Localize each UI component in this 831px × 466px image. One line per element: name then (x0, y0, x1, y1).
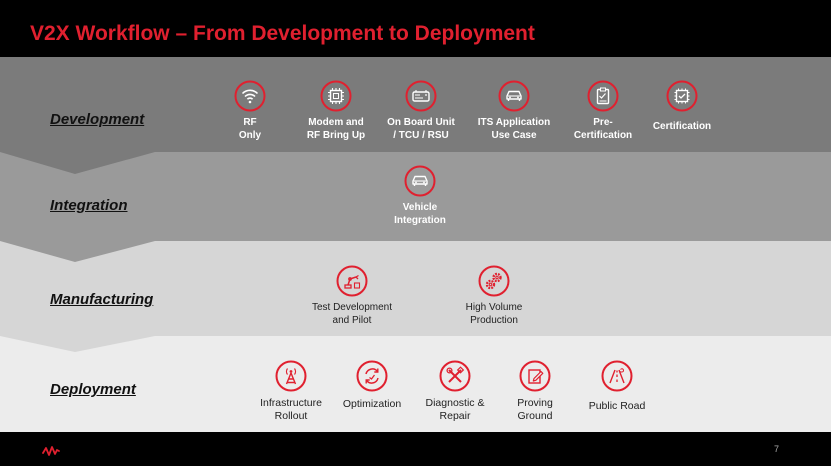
dev-item-cert: Certification (627, 80, 737, 134)
manufacturing-band (0, 241, 831, 352)
car-front-icon (498, 80, 530, 112)
dep-item-infrastructure: Infrastructure Rollout (236, 360, 346, 422)
dep-item-diagnostic: Diagnostic & Repair (400, 360, 510, 422)
optimize-cycle-icon (356, 360, 388, 392)
edit-note-icon (519, 360, 551, 392)
stage-manufacturing: Manufacturing (50, 291, 154, 308)
clipboard-icon (587, 80, 619, 112)
man-item-label: High Volume Production (465, 302, 523, 326)
dep-item-label: Proving Ground (517, 397, 553, 422)
dev-item-label: RF Only (238, 117, 262, 141)
deployment-band (0, 336, 831, 432)
dev-item-label: On Board Unit / TCU / RSU (387, 117, 455, 141)
keysight-logo-icon (42, 446, 60, 456)
dep-item-label: Optimization (342, 398, 402, 410)
dev-item-label: Pre- Certification (573, 117, 633, 141)
stage-integration: Integration (50, 197, 128, 214)
certified-chip-icon (666, 80, 698, 112)
dep-item-label: Public Road (588, 400, 646, 412)
dev-item-label: Modem and RF Bring Up (306, 117, 366, 141)
tower-icon (275, 360, 307, 392)
int-item-vehicle: Vehicle Integration (365, 165, 475, 227)
dev-item-its: ITS Application Use Case (459, 80, 569, 142)
dev-item-rf-only: RF Only (195, 80, 305, 142)
dep-item-label: Diagnostic & Repair (425, 397, 485, 422)
page-number: 7 (774, 444, 780, 454)
car-front-icon (404, 165, 436, 197)
dep-item-optimization: Optimization (317, 360, 427, 411)
chip-icon (320, 80, 352, 112)
dev-item-modem: Modem and RF Bring Up (281, 80, 391, 142)
dep-item-label: Infrastructure Rollout (260, 397, 322, 422)
man-item-label: Test Development and Pilot (311, 302, 393, 326)
man-item-test-dev: Test Development and Pilot (297, 265, 407, 327)
dep-item-public-road: Public Road (562, 360, 672, 413)
dev-item-obu: On Board Unit / TCU / RSU (366, 80, 476, 142)
obu-device-icon (405, 80, 437, 112)
slide-title: V2X Workflow – From Development to Deplo… (30, 22, 535, 45)
development-band (0, 57, 831, 174)
int-item-label: Vehicle Integration (394, 202, 446, 226)
dep-item-proving-ground: Proving Ground (480, 360, 590, 422)
integration-band (0, 152, 831, 262)
dev-item-label: ITS Application Use Case (477, 117, 551, 141)
road-icon (601, 360, 633, 392)
tools-icon (439, 360, 471, 392)
stage-deployment: Deployment (50, 381, 136, 398)
stage-development: Development (50, 111, 145, 128)
robot-arm-icon (336, 265, 368, 297)
man-item-high-volume: High Volume Production (439, 265, 549, 327)
dev-item-precert: Pre- Certification (548, 80, 658, 142)
dev-item-label: Certification (652, 121, 712, 132)
wifi-icon (234, 80, 266, 112)
gears-icon (478, 265, 510, 297)
